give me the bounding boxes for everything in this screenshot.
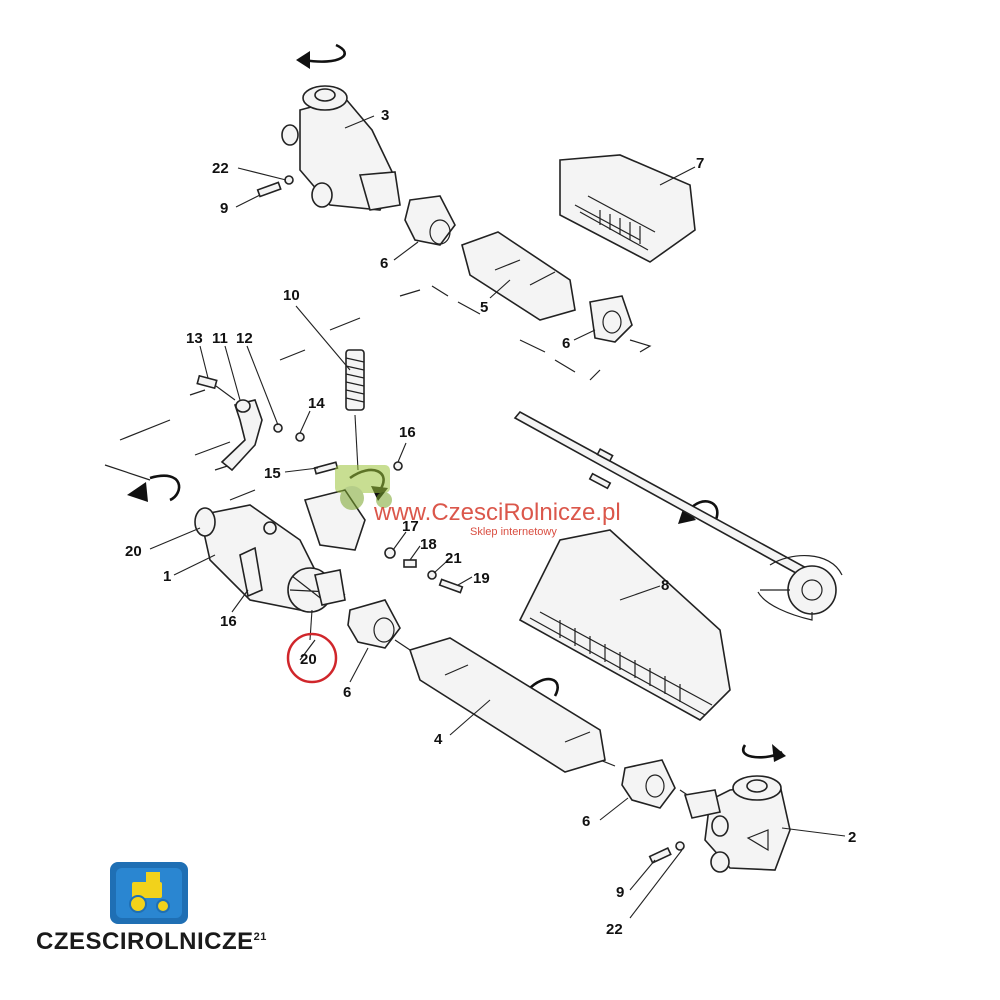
callout-13: 13 <box>186 330 203 347</box>
watermark: www.CzesciRolnicze.pl Sklep internetowy <box>335 465 621 538</box>
part-5-upper-shaft <box>461 231 576 321</box>
callout-15: 15 <box>264 465 281 482</box>
rotation-arrow-bottom-right-head <box>772 744 786 762</box>
part-12-washer <box>273 423 283 433</box>
rotation-arrow-top-head <box>296 51 310 69</box>
callout-6-upper-b: 6 <box>562 335 570 352</box>
callout-11: 11 <box>212 330 228 347</box>
part-14-nut <box>295 432 305 442</box>
callout-16-bottom: 16 <box>220 613 237 630</box>
watermark-subtext: Sklep internetowy <box>470 526 557 538</box>
rotation-arrow-left-head <box>127 482 148 502</box>
brand-mark: 21 <box>253 931 267 943</box>
part-6-coupling-upper-a <box>404 195 456 246</box>
rotation-arrow-top <box>303 43 346 63</box>
part-6-coupling-lower <box>621 759 676 809</box>
part-13-bolt <box>196 374 236 401</box>
tractor-icon <box>129 872 170 913</box>
callout-9-top: 9 <box>220 200 228 217</box>
callout-8: 8 <box>661 577 669 594</box>
brand-name: CZESCIROLNICZE <box>36 928 254 955</box>
part-3-upper-gearbox <box>281 85 401 211</box>
callout-4: 4 <box>434 731 443 748</box>
callout-22-top: 22 <box>212 160 229 177</box>
callout-9-bottom: 9 <box>616 884 624 901</box>
impeller-hub <box>757 555 843 621</box>
callout-2: 2 <box>848 829 856 846</box>
callout-17: 17 <box>402 518 419 535</box>
callout-10: 10 <box>283 287 300 304</box>
callout-20-highlighted: 20 <box>300 651 317 668</box>
leader-lines <box>149 115 846 919</box>
part-16-clip <box>239 546 263 598</box>
part-2-lower-gearbox <box>683 775 791 873</box>
callout-16-top: 16 <box>399 424 416 441</box>
callout-1: 1 <box>163 568 171 585</box>
watermark-text: www.CzesciRolnicze.pl <box>373 499 621 526</box>
watermark-tractor-icon <box>335 465 392 510</box>
callout-18: 18 <box>420 536 437 553</box>
part-4-lower-shaft <box>408 637 606 773</box>
part-11-bracket <box>220 399 263 472</box>
callout-20-left: 20 <box>125 543 142 560</box>
callout-3: 3 <box>381 107 389 124</box>
part-7-upper-trough <box>559 154 696 263</box>
part-6-coupling-upper-b <box>589 295 633 343</box>
highlight-ring <box>286 632 338 684</box>
part-6-coupling-mid <box>347 599 401 649</box>
callout-12: 12 <box>236 330 253 347</box>
callout-21: 21 <box>445 550 462 567</box>
callout-labels: 3 22 9 7 6 5 6 10 13 11 12 14 16 15 20 1… <box>125 107 856 938</box>
rotation-arrow-shaft4 <box>527 677 559 697</box>
brand-logo-badge <box>110 862 188 924</box>
callout-14: 14 <box>308 395 325 412</box>
callout-22-bottom: 22 <box>606 921 623 938</box>
callout-19: 19 <box>473 570 490 587</box>
callout-6-upper-a: 6 <box>380 255 388 272</box>
brand-wordmark: CZESCIROLNICZE21 <box>36 928 267 956</box>
part-8-lower-trough <box>518 529 731 721</box>
part-10-spring <box>345 349 365 471</box>
callout-7: 7 <box>696 155 704 172</box>
bolts-9-22 <box>256 175 685 864</box>
rotation-arrow-left <box>149 474 181 502</box>
part-1-main-gearbox <box>194 489 366 613</box>
callout-6-mid: 6 <box>343 684 351 701</box>
callout-5: 5 <box>480 299 488 316</box>
callout-6-lower: 6 <box>582 813 590 830</box>
